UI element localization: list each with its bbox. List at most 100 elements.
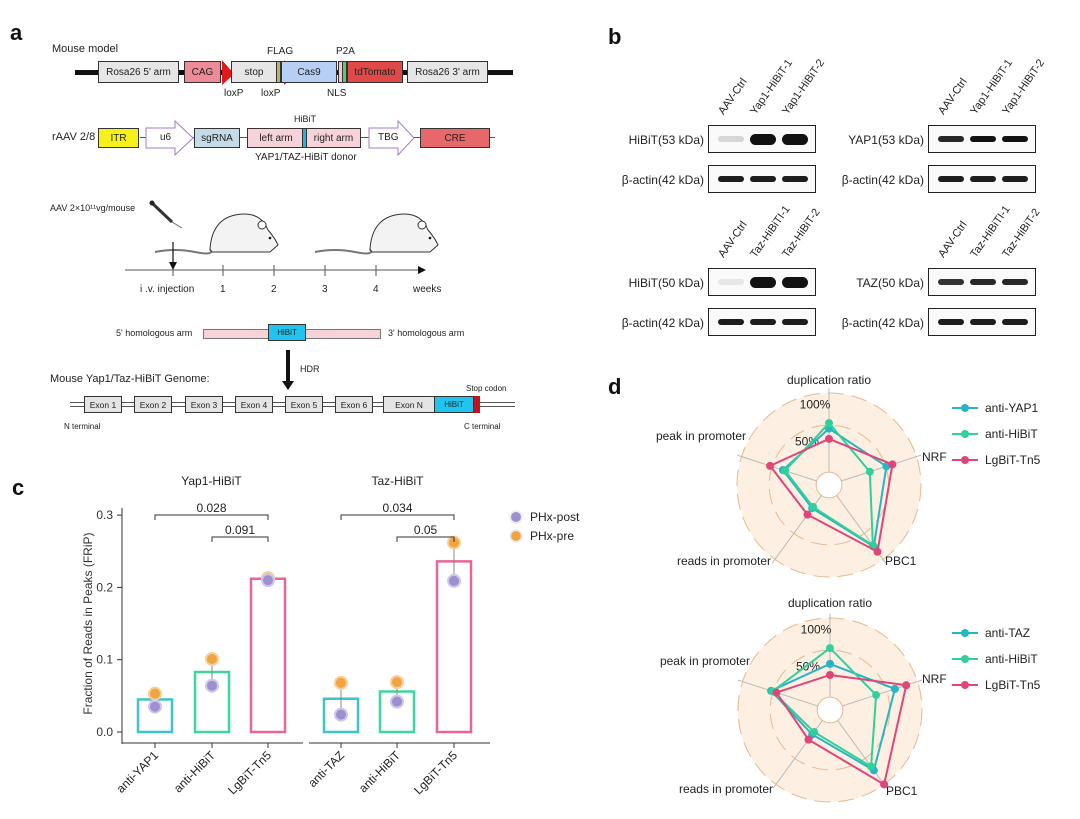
tdtomato-gene: tdTomato <box>347 61 403 83</box>
significance-bracket <box>154 514 269 520</box>
flag-tag <box>276 61 281 83</box>
blot-band <box>1002 279 1028 285</box>
radar-point <box>882 462 891 471</box>
lane-label: AAV-Ctrl <box>936 76 970 117</box>
tbg-label: TBG <box>378 132 399 143</box>
c-terminal-label: C terminal <box>464 422 501 431</box>
bar <box>249 577 287 734</box>
hdr-label: HDR <box>300 364 320 374</box>
timeline-axis <box>125 242 426 276</box>
radar-axis-label: PBC1 <box>886 784 918 798</box>
p-value-label: 0.091 <box>225 523 255 537</box>
legend-label: anti-HiBiT <box>985 427 1038 441</box>
point-phx-post <box>390 694 404 709</box>
weeks-unit-label: weeks <box>413 284 442 295</box>
radar-point <box>825 419 833 428</box>
point-phx-post <box>447 573 461 588</box>
radar-point <box>803 510 812 519</box>
radar-point <box>826 670 834 679</box>
blot-band <box>750 319 776 325</box>
itr-element: ITR <box>98 128 139 148</box>
right-arm: right arm <box>306 128 361 148</box>
blot-band <box>750 176 776 182</box>
ring-label: 100% <box>801 623 832 637</box>
panel-d-letter: d <box>608 374 622 399</box>
legend-marker <box>961 430 969 438</box>
y-tick-label: 0.0 <box>96 725 113 739</box>
blot-band <box>970 319 996 325</box>
radar-point <box>766 461 775 470</box>
blot-band <box>718 279 744 285</box>
sgrna-element: sgRNA <box>194 128 240 148</box>
blot-band <box>1002 319 1028 325</box>
group-title: Taz-HiBiT <box>371 474 424 488</box>
radar-point <box>825 434 833 443</box>
legend-marker <box>509 510 523 524</box>
exon-box: Exon 5 <box>285 396 323 413</box>
radar-axis-label: reads in promoter <box>677 554 771 568</box>
radar-axis-label: duplication ratio <box>787 373 871 387</box>
point-phx-post <box>205 678 219 693</box>
radar-point <box>781 466 790 475</box>
radar-axis-label: reads in promoter <box>679 782 773 796</box>
x-tick-label: LgBiT-Tn5 <box>411 748 460 797</box>
radar-point <box>867 762 876 771</box>
radar-spoke <box>837 720 888 789</box>
mouse-1-icon <box>154 213 279 255</box>
dose-label: AAV 2×10¹¹vg/mouse <box>50 203 136 213</box>
radar-series-line <box>768 437 894 554</box>
radar-point <box>772 688 781 697</box>
x-tick-label: anti-HiBiT <box>356 748 404 796</box>
point-phx-post <box>334 707 348 722</box>
lane-label: AAV-Ctrl <box>936 219 970 260</box>
blot-band <box>782 319 808 325</box>
hdr-arrow-icon <box>282 350 294 390</box>
radar-point <box>865 467 874 476</box>
lane-label: AAV-Ctrl <box>716 219 750 260</box>
radar-series-line <box>783 421 874 548</box>
cas9-gene: Cas9 <box>281 61 337 83</box>
loxp-1-icon <box>222 60 234 85</box>
p-value-label: 0.028 <box>196 501 226 515</box>
lane-label: AAV-Ctrl <box>716 76 750 117</box>
point-phx-pre <box>334 675 348 690</box>
radar-axis-label: peak in promoter <box>656 429 746 443</box>
radar-spoke <box>841 454 922 482</box>
exon-box: Exon N <box>383 396 435 413</box>
x-tick-label: anti-HiBiT <box>171 748 219 796</box>
legend-marker <box>509 529 523 543</box>
radar-axis-label: duplication ratio <box>788 596 872 610</box>
blot-row-label: TAZ(50 kDa) <box>856 276 924 290</box>
blot-band <box>970 279 996 285</box>
blot-row-label: HiBiT(53 kDa) <box>628 133 704 147</box>
p-value-label: 0.034 <box>382 501 412 515</box>
legend-marker <box>961 629 969 637</box>
left-arm: left arm <box>247 128 305 148</box>
ring-label: 50% <box>795 434 819 448</box>
stop-codon-box <box>474 396 480 413</box>
blot-band <box>938 176 964 182</box>
syringe-icon <box>149 200 183 229</box>
legend-marker <box>961 681 969 689</box>
rosa26-5-arm: Rosa26 5' arm <box>98 61 179 83</box>
stop-cassette: stop <box>231 61 277 83</box>
exon-box: Exon 2 <box>134 396 172 413</box>
y-tick-label: 0.1 <box>96 653 113 667</box>
radar-point <box>872 691 881 700</box>
blot-band <box>938 136 964 142</box>
significance-bracket <box>340 514 455 520</box>
legend-label: anti-TAZ <box>985 626 1030 640</box>
tbg-promoter-arrow <box>368 120 415 156</box>
y-tick-label: 0.3 <box>96 508 113 522</box>
ring-label: 100% <box>800 398 831 412</box>
radar-axis-label: NRF <box>922 450 947 464</box>
raav-label: rAAV 2/8 <box>52 131 96 143</box>
genome-hibit-box: HiBiT <box>434 396 474 413</box>
legend-label: anti-YAP1 <box>985 401 1038 415</box>
blot-band <box>938 319 964 325</box>
blot-band <box>750 276 776 288</box>
legend-label: LgBiT-Tn5 <box>985 678 1041 692</box>
blot-band <box>782 133 808 145</box>
u6-label: u6 <box>160 132 172 143</box>
point-phx-pre <box>148 686 162 701</box>
